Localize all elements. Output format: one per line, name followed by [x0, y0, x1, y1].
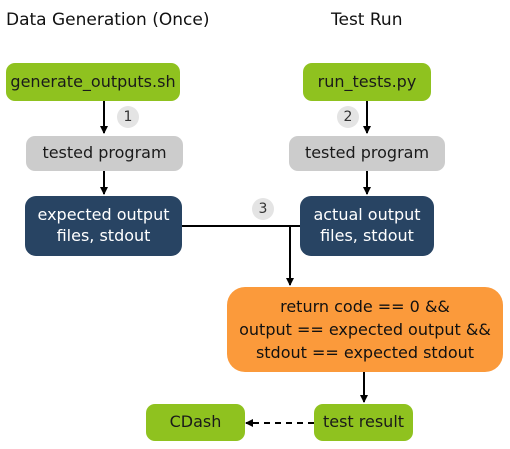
- tested-program-right-box: tested program: [289, 136, 445, 171]
- cdash-box: CDash: [146, 404, 245, 441]
- test-result-box: test result: [314, 404, 413, 441]
- actual-output-box: actual output files, stdout: [300, 196, 434, 256]
- step-2-badge: 2: [337, 106, 359, 128]
- heading-test-run: Test Run: [331, 10, 403, 30]
- step-1-badge: 1: [117, 106, 139, 128]
- comparison-box: return code == 0 && output == expected o…: [227, 287, 503, 372]
- expected-output-box: expected output files, stdout: [25, 196, 182, 256]
- run-tests-box: run_tests.py: [303, 63, 431, 101]
- step-3-badge: 3: [252, 198, 274, 220]
- heading-data-generation: Data Generation (Once): [6, 10, 210, 30]
- tested-program-left-box: tested program: [26, 136, 183, 171]
- generate-outputs-box: generate_outputs.sh: [6, 63, 180, 101]
